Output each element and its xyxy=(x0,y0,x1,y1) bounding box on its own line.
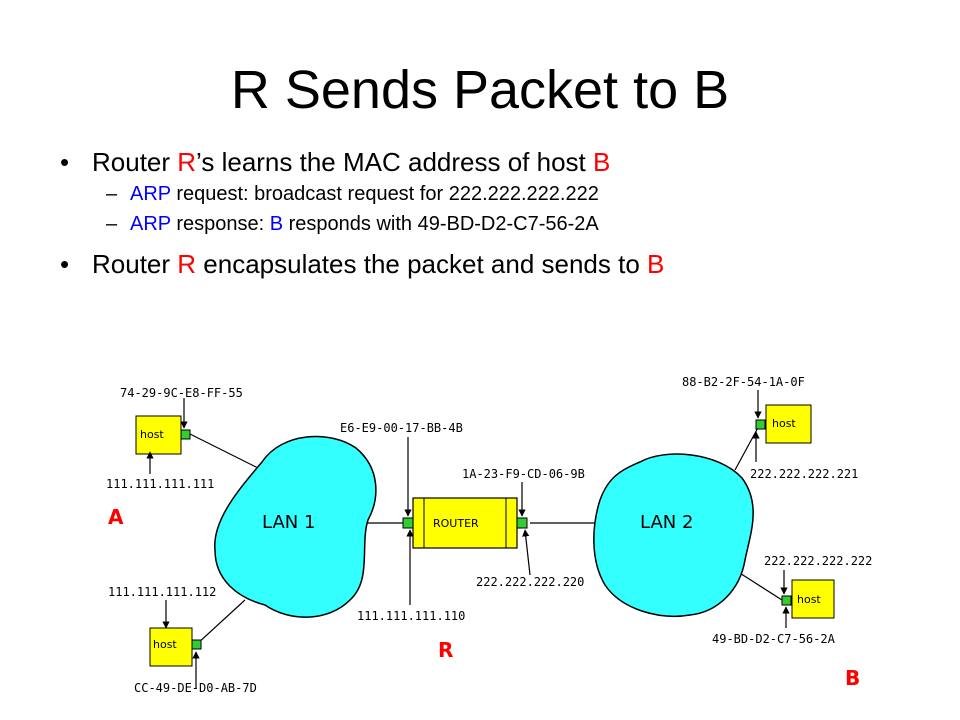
host-a-port xyxy=(180,429,191,440)
sub1-arp: ARP xyxy=(130,183,171,205)
host-d: host xyxy=(755,404,812,444)
ip-host-d: 222.222.222.221 xyxy=(750,467,858,481)
lan1-cloud xyxy=(214,435,377,618)
sub2-text-b: response: xyxy=(170,213,270,235)
lan1-label: LAN 1 xyxy=(262,512,315,533)
bullet-dot-icon: • xyxy=(60,147,70,177)
sub1-text: request: broadcast request for 222.222.2… xyxy=(170,183,599,205)
bullet1-text-a: Router xyxy=(92,147,178,177)
bullet2-text-a: Router xyxy=(92,249,178,279)
bullet2-router-r: R xyxy=(177,249,197,279)
mac-host-b: 49-BD-D2-C7-56-2A xyxy=(712,632,836,646)
router-label: ROUTER xyxy=(433,517,479,530)
ip-host-a: 111.111.111.111 xyxy=(106,477,214,491)
sub2-arp: ARP xyxy=(130,213,171,235)
host-b-label: host xyxy=(797,593,821,606)
bullet-router-learns: • Router R’s learns the MAC address of h… xyxy=(60,145,940,179)
tag-b: B xyxy=(845,666,860,690)
ip-router-right: 222.222.222.220 xyxy=(476,575,584,589)
host-a: host xyxy=(135,415,191,455)
host-c-port xyxy=(191,639,202,650)
ip-router-left: 111.111.111.110 xyxy=(357,609,465,623)
sub-bullet-dash-icon: – xyxy=(106,183,118,205)
host-a-label: host xyxy=(140,428,164,441)
bullet-list: • Router R’s learns the MAC address of h… xyxy=(60,145,940,281)
sub-bullet-arp-request: – ARP request: broadcast request for 222… xyxy=(60,179,940,209)
lan2-cloud xyxy=(593,453,754,617)
ip-host-c: 111.111.111.112 xyxy=(108,585,216,599)
slide-title: R Sends Packet to B xyxy=(230,60,730,120)
sub-bullet-dash-icon: – xyxy=(106,213,118,235)
host-d-port xyxy=(755,419,766,430)
pointer-arrows xyxy=(146,390,790,688)
tag-r: R xyxy=(438,638,453,662)
host-b-port xyxy=(781,595,792,606)
bullet1-text-c: ’s learns the MAC address of host xyxy=(196,147,593,177)
ip-host-b: 222.222.222.222 xyxy=(764,554,872,568)
router-node: ROUTER xyxy=(402,497,528,549)
sub2-text-d: responds with 49-BD-D2-C7-56-2A xyxy=(283,213,599,235)
host-c-label: host xyxy=(153,638,177,651)
bullet1-host-b: B xyxy=(592,147,611,177)
bullet-dot-icon: • xyxy=(60,249,70,279)
host-d-label: host xyxy=(772,417,796,430)
mac-host-a: 74-29-9C-E8-FF-55 xyxy=(120,386,243,400)
bullet-router-encapsulates: • Router R encapsulates the packet and s… xyxy=(60,247,940,281)
mac-router-right: 1A-23-F9-CD-06-9B xyxy=(462,467,585,481)
host-c: host xyxy=(149,627,202,667)
mac-router-left: E6-E9-00-17-BB-4B xyxy=(340,421,463,435)
sub-bullet-arp-response: – ARP response: B responds with 49-BD-D2… xyxy=(60,209,940,239)
sub2-host-b: B xyxy=(269,213,284,235)
router-port-right xyxy=(516,517,528,529)
bullet2-text-c: encapsulates the packet and sends to xyxy=(196,249,648,279)
lan2-label: LAN 2 xyxy=(640,512,693,533)
host-b: host xyxy=(781,579,835,619)
mac-host-d: 88-B2-2F-54-1A-0F xyxy=(682,375,805,389)
bullet1-router-r: R xyxy=(177,147,197,177)
address-labels: 74-29-9C-E8-FF-55 111.111.111.111 111.11… xyxy=(106,375,872,695)
mac-host-c: CC-49-DE-D0-AB-7D xyxy=(134,681,257,695)
router-port-left xyxy=(402,517,414,529)
tag-a: A xyxy=(108,505,124,529)
bullet2-host-b: B xyxy=(647,249,665,279)
